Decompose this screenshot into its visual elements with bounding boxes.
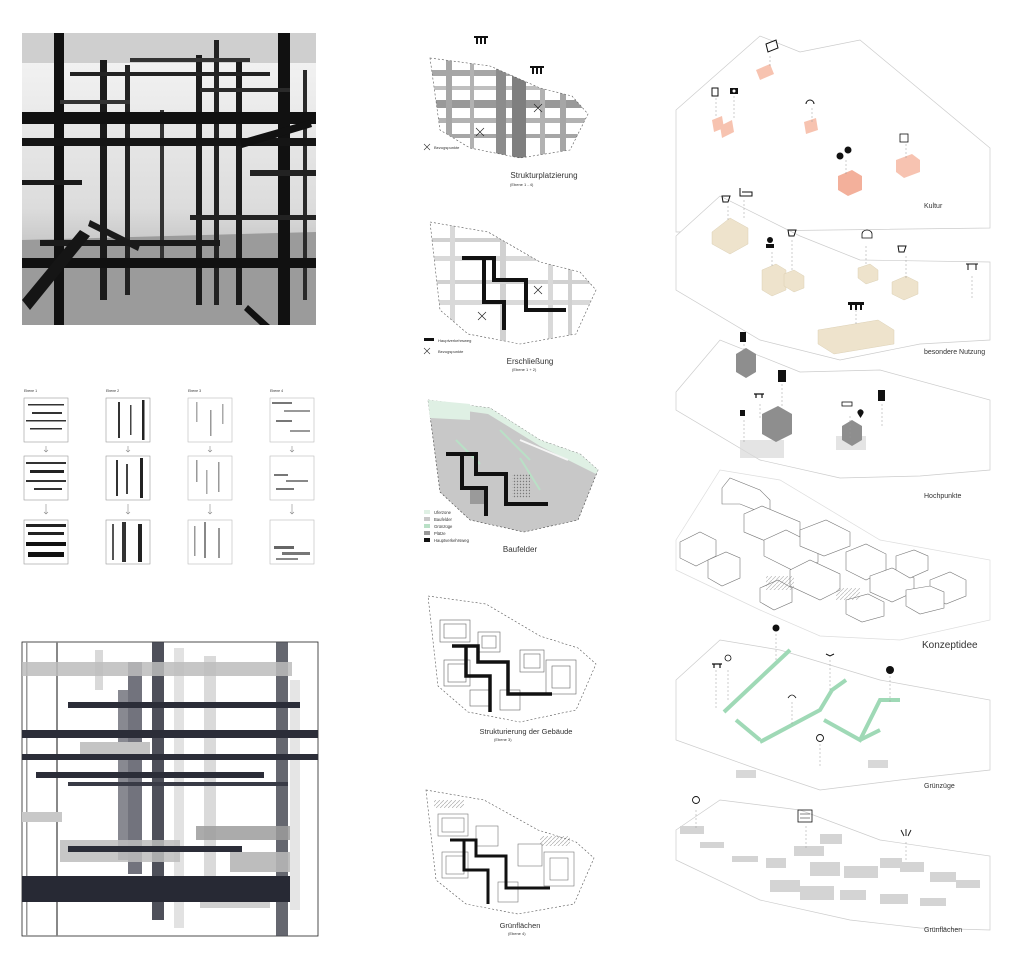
building-icon [740,332,746,342]
map-baufelder: Uferzone Baufelder Grünzüge Plätze Haupt… [424,399,599,554]
legend-gruenzuege: Grünzüge [434,524,453,529]
map2-legend-road: Hauptverkehrsweg [438,338,471,343]
map1-legend-label: Bezugspunkte [434,145,460,150]
layer-kultur-label: Kultur [924,203,943,210]
bed-icon [739,188,753,197]
layer-besondere-nutzung-label: besondere Nutzung [924,349,985,356]
layer-hochpunkte: Hochpunkte [675,332,991,500]
layer-kultur: Kultur [675,35,991,233]
bezugspunkt-markers [475,103,543,137]
tree-icon [886,666,894,674]
bench-icon [712,663,722,668]
museum-icon [899,133,909,143]
legend-uferzone: Uferzone [434,510,452,515]
layer-gruenzuege: Grünzüge [675,624,991,791]
layer-besondere-nutzung: besondere Nutzung [675,188,991,361]
concept-buildings [679,477,967,623]
step-arrows [43,446,295,515]
special-use-blocks [711,217,919,355]
bird-icon [825,653,835,657]
layer-label-4: Ebene 4 [270,389,283,393]
layer-gruenflaechen-label: Grünflächen [924,927,962,934]
garden-icon [797,809,813,823]
layer-hochpunkte-label: Hochpunkte [924,493,961,500]
map4-title: Strukturierung der Gebäude [480,727,573,736]
layer-konzeptidee: Konzeptidee [675,469,991,651]
trash-icon [740,410,745,416]
legend-plaetze: Plätze [434,531,446,536]
kiosk-icon [841,401,853,407]
installation-photo [22,33,316,325]
step-col-3 [187,397,233,565]
film-icon [711,87,719,97]
layer-label-3: Ebene 3 [188,389,201,393]
layer-konzeptidee-label: Konzeptidee [922,640,978,651]
map4-subtitle: (Ebene 3) [494,737,512,742]
masks-icon [836,146,852,160]
music-icon [805,99,815,105]
playground-icon [966,263,978,270]
structure-step-grid: Ebene 1 Ebene 2 Ebene 3 Ebene 4 [23,389,315,565]
leaf-icon [787,694,797,699]
plant-icon [900,829,912,837]
map-strukturierung-gebaeude: Strukturierung der Gebäude (Ebene 3) [427,595,597,742]
group-icon [848,302,864,310]
camera-icon [730,88,738,94]
road-legend-icon [424,338,434,341]
map2-title: Erschließung [507,357,554,366]
tree-icon [692,796,700,804]
people-icon [474,36,544,74]
layer-label-2: Ebene 2 [106,389,119,393]
tree-icon [724,654,732,662]
exploded-axonometry: Kultur besondere Nutzung [675,35,991,934]
layer-gruenzuege-label: Grünzüge [924,783,955,790]
overlay-composition [21,641,319,937]
cross-legend-icon [423,143,431,151]
layer-label-1: Ebene 1 [24,389,37,393]
location-pin-icon [857,409,864,418]
map3-title: Baufelder [503,545,538,554]
tree-icon [772,624,780,632]
baufelder-legend: Uferzone Baufelder Grünzüge Plätze Haupt… [424,510,470,543]
highpoint-towers [736,348,862,446]
theatre-icon [765,39,779,53]
legend-baufelder: Baufelder [434,517,453,522]
map5-subtitle: (Ebene 4) [508,931,526,936]
hotel-icon [861,229,873,239]
cart-icon [897,245,907,253]
map5-title: Grünflächen [500,921,541,930]
doctor-icon [766,237,774,248]
step-col-1 [23,397,69,565]
building-icon [878,390,885,401]
legend-hauptverkehrsweg: Hauptverkehrsweg [434,538,470,543]
bench-icon [754,393,764,398]
map2-subtitle: (Ebene 1 + 2) [512,367,537,372]
layer-gruenflaechen: Grünflächen [675,796,991,934]
building-icon [778,370,786,382]
map-strukturplatzierung: Bezugspunkte Strukturplatzierung (Ebene … [423,36,589,187]
map-gruenflaechen: Grünflächen (Ebene 4) [425,789,595,936]
map2-legend-cross: Bezugspunkte [438,349,464,354]
cart-icon [721,195,731,203]
step-col-4 [269,397,315,565]
culture-blocks [712,64,920,196]
step-col-2 [105,397,151,565]
cross-legend-icon [423,347,431,355]
cart-icon [787,229,797,237]
map-erschliessung: Hauptverkehrsweg Bezugspunkte Erschließu… [423,221,597,372]
tree-icon [816,734,824,742]
green-area-fields [680,826,980,906]
map1-title: Strukturplatzierung [510,171,577,180]
map1-subtitle: (Ebene 1 - 4) [510,182,534,187]
